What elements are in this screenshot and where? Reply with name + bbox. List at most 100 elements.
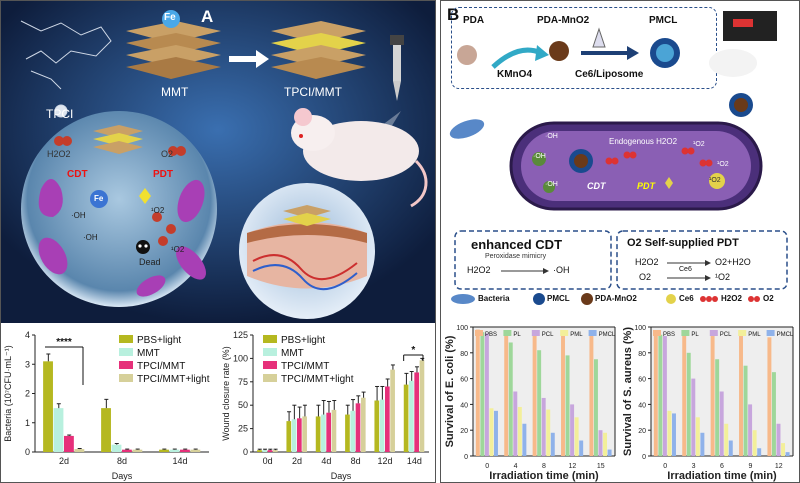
x-axis-label: Irradiation time (min) — [667, 470, 777, 482]
bar-pbs — [475, 329, 480, 456]
y-axis-label: Bacteria (10⁷CFU·mL⁻¹) — [3, 345, 13, 442]
y-tick-label: 100 — [634, 325, 646, 332]
bar-pml — [724, 423, 729, 456]
bar-tpci-mmt — [122, 449, 132, 452]
bar-pbs-light — [257, 450, 262, 452]
legend-label: MMT — [137, 348, 160, 359]
legend-swatch — [709, 330, 718, 336]
bar-pml — [603, 432, 608, 456]
pdt-eq2-left: O2 — [639, 272, 652, 282]
panel-b: B — [440, 0, 800, 483]
mouse-illustration — [291, 108, 428, 208]
pdt-eq2-mid: Ce6 — [679, 266, 692, 273]
bar-tpci-mmt-light — [419, 360, 425, 452]
bar-mmt — [379, 399, 385, 452]
x-tick-label: 14d — [407, 456, 422, 466]
bar-pcl — [541, 397, 546, 456]
y-tick-label: 3 — [25, 359, 30, 369]
tpci-label: TPCI — [46, 107, 74, 121]
legend-label: PCL — [542, 332, 554, 338]
bar-tpci-mmt-light — [272, 450, 278, 452]
fe-inner-label: Fe — [94, 194, 104, 203]
legend-pmcl: PMCL — [547, 294, 570, 303]
bar-pcl — [776, 423, 781, 456]
bar-tpci-mmt — [414, 372, 420, 452]
o2-b-3: ¹O2 — [709, 177, 721, 184]
peroxidase-label: Peroxidase mimicry — [485, 253, 547, 260]
tpci-molecule — [20, 20, 112, 118]
y-tick-label: 0 — [243, 447, 248, 457]
h2o2-label: H2O2 — [47, 149, 71, 159]
pdt-b-label: PDT — [637, 181, 655, 191]
mmt-label: MMT — [161, 85, 189, 99]
x-axis-label: Days — [331, 471, 352, 481]
bar-pl — [480, 332, 485, 456]
bar-pbs-light — [43, 361, 53, 452]
pmcl-particle — [656, 44, 674, 62]
bar-tpci-mmt-light — [132, 449, 143, 452]
x-tick-label: 4 — [514, 463, 518, 470]
bar-pl — [658, 334, 663, 456]
panel-a-label: A — [201, 7, 214, 26]
bar-mmt — [169, 449, 180, 452]
y-tick-label: 4 — [25, 330, 30, 340]
y-tick-label: 0 — [464, 454, 468, 461]
scheme-b-graphic — [449, 11, 788, 305]
pda-mno2-particle — [549, 41, 569, 61]
y-axis-label: Wound closure rate (%) — [221, 346, 231, 440]
bar-pmcl — [672, 413, 676, 456]
x-tick-label: 8d — [351, 456, 361, 466]
legend-label: PBS+light — [137, 335, 181, 346]
x-tick-label: 0d — [263, 456, 273, 466]
pda-label: PDA — [463, 15, 485, 26]
bar-pbs — [682, 334, 687, 456]
y-axis-label: Survival of E. coli (%) — [444, 335, 456, 447]
sig-label: * — [411, 345, 415, 356]
sig-label: **** — [56, 337, 72, 348]
bar-pmcl — [700, 432, 705, 456]
bar-pbs — [710, 336, 715, 456]
legend-label: PBS — [485, 332, 497, 338]
bar-pl — [508, 342, 513, 456]
legend-label: TPCI/MMT+light — [281, 374, 354, 385]
y-axis-label: Survival of S. aureus (%) — [622, 327, 634, 456]
bar-pml — [695, 417, 700, 456]
x-tick-label: 4d — [321, 456, 331, 466]
bar-pbs — [532, 332, 537, 456]
y-tick-label: 0 — [642, 454, 646, 461]
skull-icon — [136, 240, 150, 254]
bar-pml — [667, 410, 672, 456]
bar-tpci-mmt — [297, 418, 302, 452]
enhanced-cdt-title: enhanced CDT — [471, 237, 563, 252]
legend-swatch — [119, 374, 133, 382]
legend-label: TPCI/MMT — [281, 361, 329, 372]
legend-swatch — [263, 361, 277, 369]
y-tick-label: 1 — [25, 418, 30, 428]
reaction-bubble — [21, 111, 217, 307]
panel-a: A TPCI MMT Fe TPCI/MMT H2O2 O2 CDT PDT F… — [0, 0, 436, 483]
cdt-b-label: CDT — [587, 181, 606, 191]
y-tick-label: 60 — [638, 377, 646, 384]
x-tick-label: 12 — [569, 463, 577, 470]
x-axis-label: Irradiation time (min) — [489, 470, 599, 482]
legend-h2o2: H2O2 — [721, 294, 742, 303]
bar-pml — [781, 443, 786, 456]
bar-pmcl — [607, 449, 612, 456]
legend-o2: O2 — [763, 294, 774, 303]
ce6-star-icon — [665, 177, 673, 189]
x-tick-label: 8 — [542, 463, 546, 470]
bar-tpci-mmt — [326, 412, 332, 452]
o2-label: O2 — [161, 149, 174, 159]
bar-mmt — [291, 419, 297, 452]
tpci-mmt-label: TPCI/MMT — [284, 85, 342, 99]
bar-pcl — [484, 333, 489, 456]
bar-tpci-mmt-light — [360, 397, 366, 452]
bar-pml — [489, 408, 494, 456]
dropper-icon — [390, 35, 404, 101]
pdt-label: PDT — [153, 169, 173, 180]
bacteria-cluster — [38, 179, 206, 297]
y-tick-label: 40 — [638, 402, 646, 409]
oh-label-2: ·OH — [83, 233, 98, 242]
x-tick-label: 8d — [117, 456, 127, 466]
